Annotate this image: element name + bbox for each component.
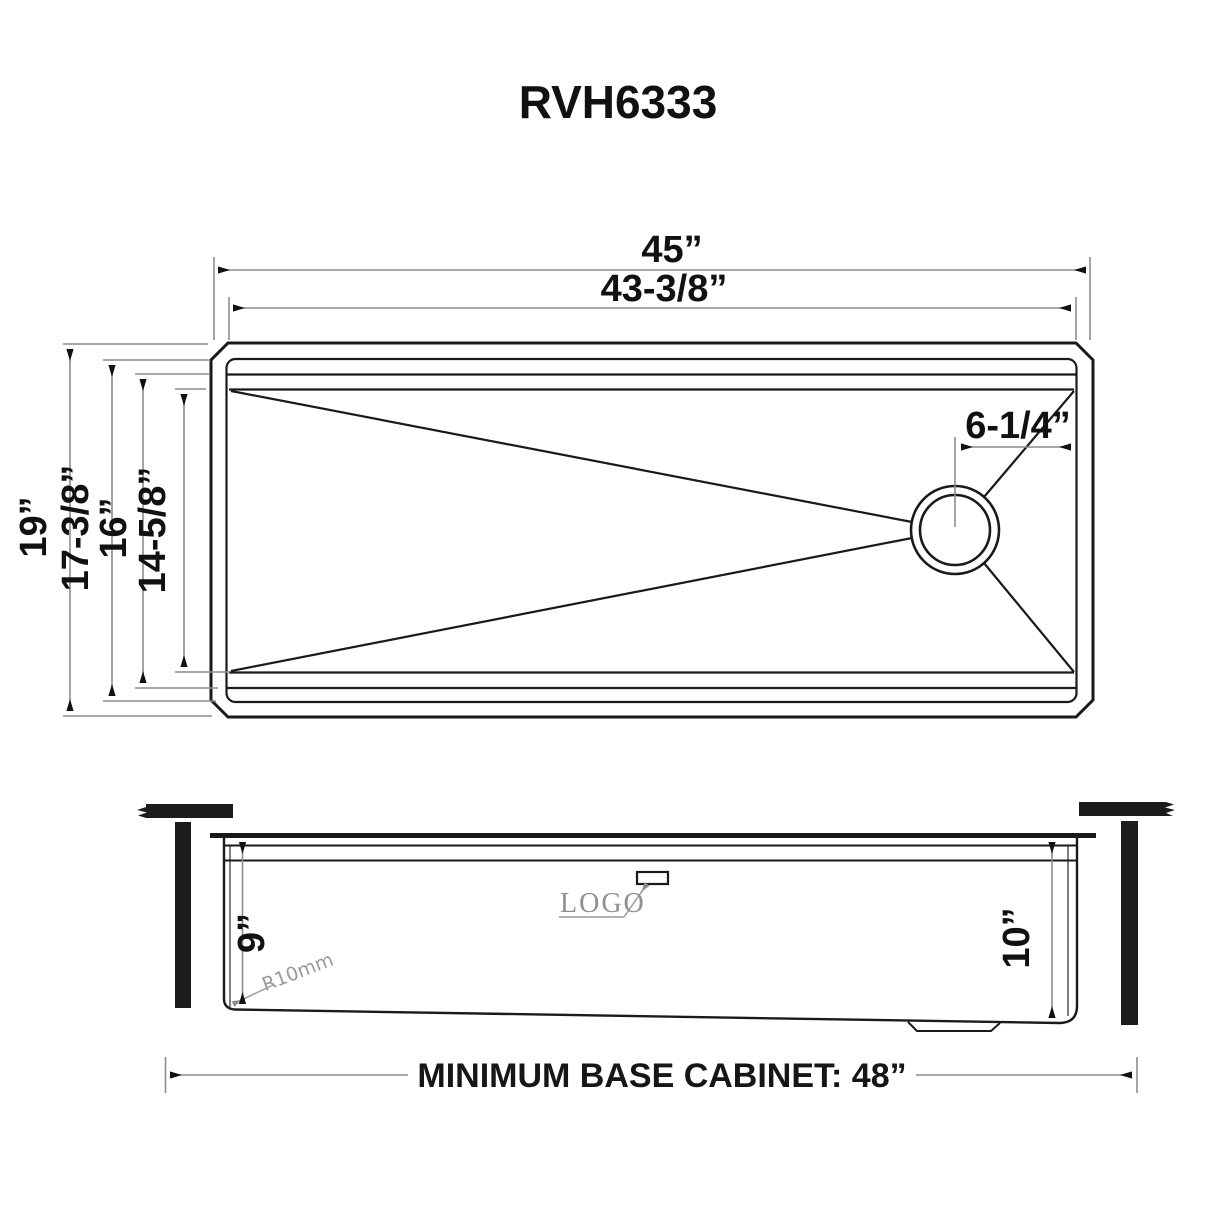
- dim-bowl-bottom-depth: 14-5/8”: [132, 467, 174, 594]
- countertop-right-side-bar: [1121, 821, 1138, 1025]
- page-title: RVH6333: [519, 76, 718, 128]
- corner-radius-note: R10mm: [259, 949, 336, 996]
- base-cabinet-dimension: [164, 1057, 1138, 1093]
- dim-depth-left: 9”: [231, 913, 273, 953]
- sink-rim-inner-edge: [225, 357, 1078, 704]
- logo-leader-line: [623, 882, 650, 918]
- dim-bowl-depth: 16”: [93, 497, 135, 558]
- depth-dimension-lines: [63, 343, 230, 717]
- sink-body-profile: [222, 838, 1079, 1025]
- drain-slope-lines: [230, 389, 1075, 673]
- countertop-left-side-bar: [175, 822, 191, 1008]
- side-depth-dimensions: [238, 842, 1056, 1018]
- countertop-right-top-bar: [1079, 802, 1175, 816]
- logo-plate: [635, 870, 670, 886]
- side-view: [137, 802, 1175, 1093]
- dim-overall-width: 45”: [641, 229, 702, 271]
- drain-offset-dimension: [954, 437, 1071, 527]
- dim-overall-depth: 19”: [13, 496, 55, 557]
- min-base-cabinet-label: MINIMUM BASE CABINET: 48”: [417, 1057, 906, 1095]
- dim-depth-right: 10”: [996, 907, 1038, 968]
- width-dimension-lines: [213, 257, 1091, 340]
- sink-rim-top-line: [210, 833, 1096, 838]
- countertop-left-top-bar: [137, 804, 233, 818]
- dim-rim-depth: 17-3/8”: [55, 465, 97, 592]
- top-view: [63, 257, 1095, 719]
- dim-inner-width: 43-3/8”: [601, 268, 728, 310]
- drain-boss: [907, 1021, 1001, 1032]
- sink-outer-edge: [209, 341, 1095, 719]
- dim-drain-offset: 6-1/4”: [965, 405, 1071, 447]
- logo-text: LOGO: [560, 888, 646, 919]
